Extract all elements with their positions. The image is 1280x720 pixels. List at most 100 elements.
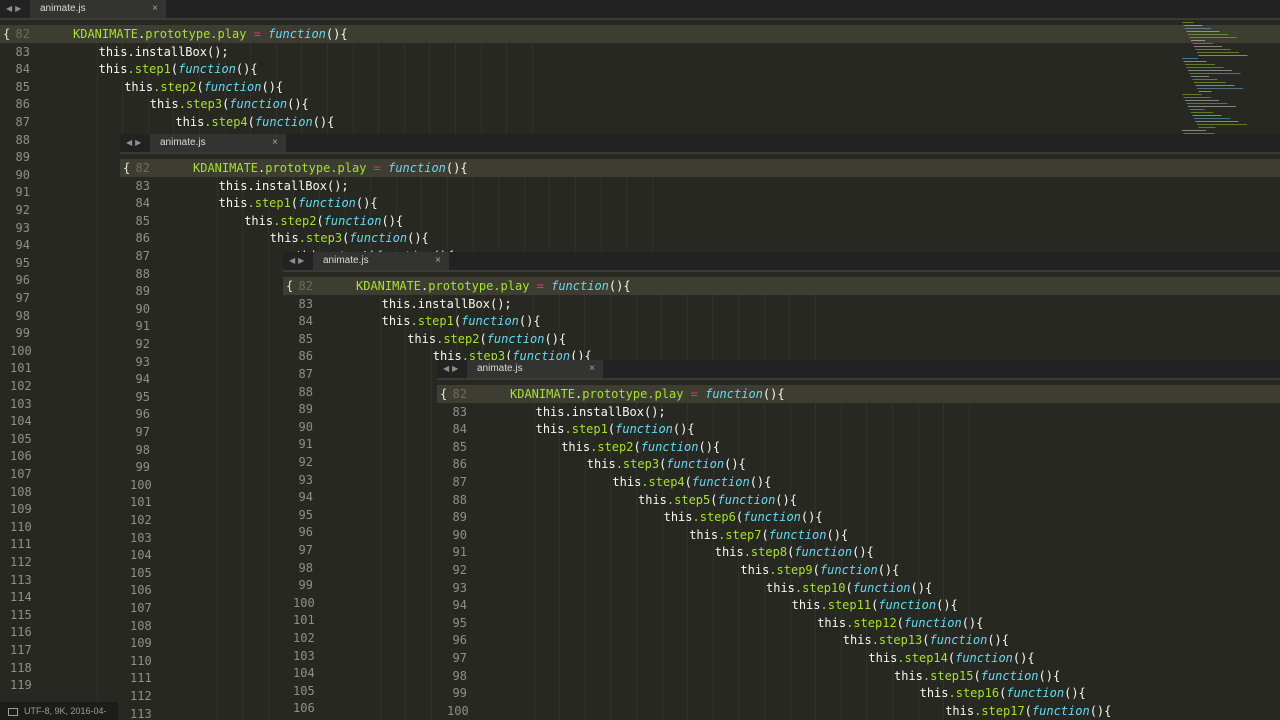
line-number: 85 bbox=[15, 79, 30, 94]
code-line: 103 bbox=[283, 647, 1280, 665]
token-paren: ( bbox=[505, 349, 513, 364]
token-paren: (){ bbox=[445, 161, 468, 175]
tab-navigation[interactable]: ◀▶ bbox=[289, 253, 307, 269]
code-line: 106 bbox=[0, 447, 1280, 465]
file-tab[interactable]: animate.js× bbox=[313, 252, 449, 270]
line-number: 106 bbox=[10, 449, 32, 464]
tab-navigation[interactable]: ◀▶ bbox=[443, 361, 461, 377]
line-number: 90 bbox=[15, 167, 30, 182]
line-number: 83 bbox=[452, 404, 467, 419]
tab-next-icon[interactable]: ▶ bbox=[15, 4, 25, 13]
token-dot: . bbox=[258, 161, 266, 175]
code-text: this.step3(function(){ bbox=[433, 347, 592, 365]
minimap-line bbox=[1183, 25, 1203, 26]
line-number: 90 bbox=[452, 527, 467, 542]
tab-next-icon[interactable]: ▶ bbox=[298, 256, 308, 265]
code-line: 107 bbox=[120, 599, 1280, 617]
line-number: 113 bbox=[130, 706, 152, 720]
tab-navigation[interactable]: ◀▶ bbox=[126, 135, 144, 151]
line-number: 82 bbox=[15, 27, 30, 41]
line-number: 90 bbox=[298, 419, 313, 434]
code-text: this.step2(function(){ bbox=[407, 330, 566, 348]
token-paren: ( bbox=[812, 563, 820, 577]
token-method: .step4 bbox=[641, 475, 685, 489]
fold-marker: { bbox=[3, 27, 11, 41]
minimap-line bbox=[1191, 40, 1205, 41]
token-paren: (){ bbox=[698, 439, 721, 454]
tab-close-icon[interactable]: × bbox=[152, 3, 158, 14]
token-this: this bbox=[535, 422, 565, 437]
line-number: 99 bbox=[15, 326, 30, 341]
token-this: this bbox=[638, 492, 667, 507]
minimap-line bbox=[1191, 76, 1209, 77]
minimap-line bbox=[1188, 70, 1232, 71]
token-method: .step4 bbox=[204, 115, 248, 129]
token-this: this bbox=[894, 668, 923, 683]
code-text: this.step1(function(){ bbox=[219, 194, 378, 212]
token-paren: ( bbox=[999, 686, 1007, 701]
file-tab[interactable]: animate.js× bbox=[150, 134, 286, 152]
file-tab[interactable]: animate.js× bbox=[467, 360, 603, 378]
file-tab[interactable]: animate.js× bbox=[30, 0, 166, 18]
line-number: 102 bbox=[293, 631, 315, 645]
line-number: 106 bbox=[130, 583, 152, 598]
token-statement: this.installBox(); bbox=[535, 404, 666, 419]
token-dot: . bbox=[421, 279, 429, 293]
token-this: this bbox=[919, 686, 949, 701]
token-paren: (){ bbox=[544, 331, 567, 346]
line-number: 89 bbox=[15, 150, 30, 165]
line-number: 103 bbox=[130, 530, 152, 545]
tab-prev-icon[interactable]: ◀ bbox=[289, 256, 299, 265]
token-paren: ( bbox=[973, 668, 981, 683]
tab-next-icon[interactable]: ▶ bbox=[135, 138, 145, 147]
code-text: this.step5(function(){ bbox=[638, 491, 797, 509]
minimap[interactable] bbox=[1178, 20, 1248, 138]
token-paren: (){ bbox=[1089, 703, 1112, 718]
token-keyword: function bbox=[298, 196, 356, 211]
code-line: 112 bbox=[0, 553, 1280, 571]
minimap-line bbox=[1194, 46, 1222, 47]
token-paren: (){ bbox=[987, 633, 1009, 648]
tab-close-icon[interactable]: × bbox=[272, 137, 278, 148]
tab-close-icon[interactable]: × bbox=[435, 255, 441, 266]
line-number: 100 bbox=[447, 703, 469, 718]
line-number: 114 bbox=[10, 590, 32, 605]
token-prototype: prototype bbox=[582, 387, 648, 401]
panel-toggle-icon[interactable] bbox=[8, 707, 18, 716]
token-keyword: function bbox=[254, 115, 313, 129]
code-text: this.step6(function(){ bbox=[664, 508, 823, 526]
token-keyword: function bbox=[551, 279, 609, 293]
tab-prev-icon[interactable]: ◀ bbox=[6, 4, 16, 13]
line-number: 86 bbox=[298, 349, 313, 364]
minimap-line bbox=[1197, 124, 1247, 125]
token-keyword: function bbox=[1031, 703, 1090, 718]
code-text: this.step12(function(){ bbox=[817, 614, 983, 632]
token-paren: (){ bbox=[724, 457, 746, 472]
code-line: 86 this.step3(function(){ bbox=[283, 347, 1280, 365]
indent-guide bbox=[917, 402, 919, 720]
tab-prev-icon[interactable]: ◀ bbox=[443, 364, 453, 373]
token-paren: ( bbox=[845, 580, 853, 595]
indent-guide bbox=[96, 42, 98, 720]
token-this: this bbox=[791, 598, 821, 613]
indent-guide bbox=[379, 294, 381, 720]
tab-next-icon[interactable]: ▶ bbox=[452, 364, 462, 373]
token-this: this bbox=[244, 213, 274, 228]
token-paren: ( bbox=[684, 475, 692, 489]
code-line: 102 bbox=[0, 377, 1280, 395]
token-method: .step1 bbox=[410, 314, 454, 329]
token-method: .step2 bbox=[590, 439, 634, 454]
code-line: 104 bbox=[120, 546, 1280, 564]
tab-prev-icon[interactable]: ◀ bbox=[126, 138, 136, 147]
minimap-line bbox=[1188, 34, 1228, 35]
tab-close-icon[interactable]: × bbox=[589, 363, 595, 374]
tab-navigation[interactable]: ◀▶ bbox=[6, 1, 24, 17]
token-keyword: function bbox=[615, 422, 673, 437]
